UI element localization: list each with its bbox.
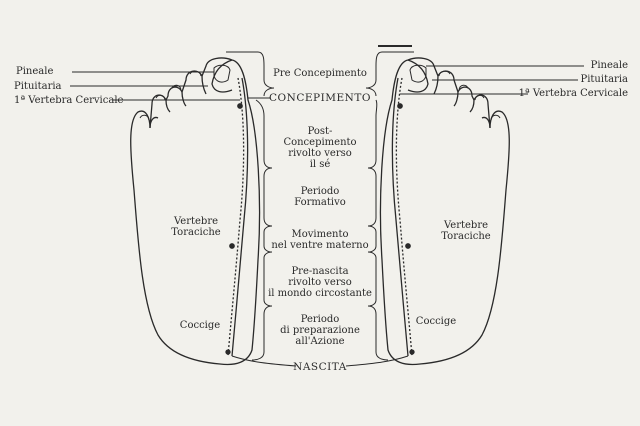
right-toraciche-label: Vertebre Toraciche: [441, 220, 491, 242]
stage-periodo-formativo: Periodo Formativo: [294, 186, 346, 208]
left-spine-dot-bottom: [225, 349, 231, 355]
stage-nascita: NASCITA: [293, 361, 347, 373]
left-spine-line-inner: [231, 77, 249, 357]
left-spine-line: [227, 77, 245, 357]
right-spine-line-inner: [391, 77, 409, 357]
right-vertebra-label: 1ª Vertebra Cervicale: [518, 88, 628, 99]
right-pituitaria-label: Pituitaria: [580, 74, 628, 85]
stage-pre-nascita: Pre-nascita rivolto verso il mondo circo…: [268, 266, 372, 299]
right-toe-lines: [407, 59, 491, 129]
left-pineale-label: Pineale: [16, 66, 54, 77]
right-pineale-label: Pineale: [590, 60, 628, 71]
right-spine-line: [395, 77, 413, 357]
stage-movimento: Movimento nel ventre materno: [271, 229, 369, 251]
right-foot: [379, 57, 510, 366]
left-toenails: [139, 64, 231, 121]
left-toraciche-label: Vertebre Toraciche: [171, 216, 221, 238]
left-spine-dot-top: [237, 103, 243, 109]
right-toenails: [409, 64, 501, 121]
stage-concepimento: CONCEPIMENTO: [269, 92, 371, 104]
stage-periodo-preparazione: Periodo di preparazione all'Azione: [280, 314, 360, 347]
left-vertebra-label: 1ª Vertebra Cervicale: [14, 95, 124, 106]
center-brackets: [226, 45, 414, 367]
right-leader-lines: [400, 65, 584, 95]
left-leader-lines: [70, 71, 240, 101]
stage-pre-concepimento: Pre Concepimento: [273, 68, 367, 79]
left-toe-lines: [149, 59, 233, 129]
right-coccige-label: Coccige: [415, 316, 457, 327]
left-coccige-label: Coccige: [179, 320, 221, 331]
left-pituitaria-label: Pituitaria: [14, 81, 62, 92]
stage-post-concepimento: Post- Concepimento rivolto verso il sé: [283, 126, 357, 170]
left-spine-dot-mid: [229, 243, 235, 249]
